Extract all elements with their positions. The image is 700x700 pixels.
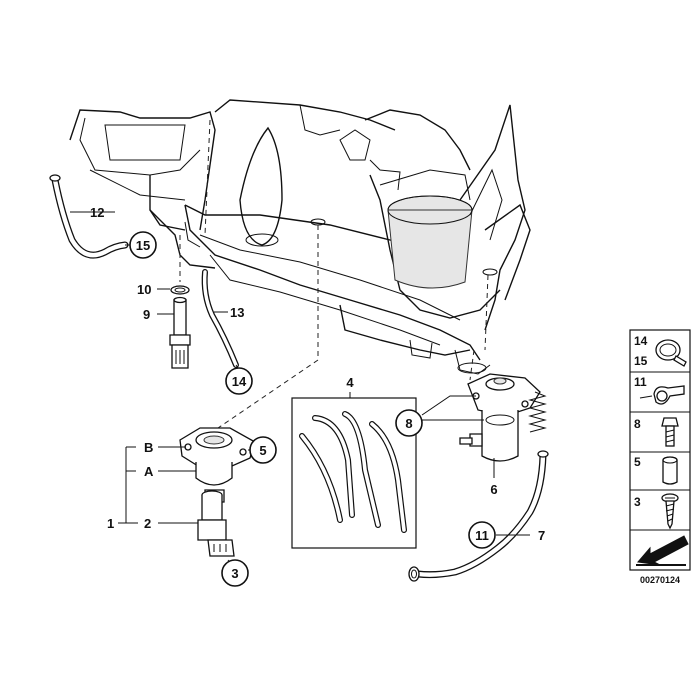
reference-number: 00270124 bbox=[640, 575, 680, 585]
callout-circle-14 bbox=[225, 367, 253, 395]
callout-4: 4 bbox=[346, 375, 354, 390]
callout-circle-3 bbox=[221, 559, 249, 587]
assembly-lines bbox=[179, 119, 489, 429]
sleeve-icon bbox=[662, 456, 678, 485]
hose-7 bbox=[408, 450, 549, 582]
callouts: 12 15 10 9 13 14 B A 1 2 5 3 4 8 6 11 7 bbox=[90, 205, 545, 587]
callout-A: A bbox=[144, 464, 154, 479]
callout-10: 10 bbox=[137, 282, 151, 297]
legend-label-3: 3 bbox=[634, 495, 641, 509]
callout-circle-8 bbox=[395, 409, 423, 437]
callout-5: 5 bbox=[259, 443, 266, 458]
legend-label-8: 8 bbox=[634, 417, 641, 431]
callout-3: 3 bbox=[231, 566, 238, 581]
callout-15: 15 bbox=[136, 238, 150, 253]
legend-label-15: 15 bbox=[634, 354, 648, 368]
callout-B: B bbox=[144, 440, 153, 455]
callout-circle-11 bbox=[468, 521, 496, 549]
o-ring-10 bbox=[170, 285, 190, 295]
callout-7: 7 bbox=[538, 528, 545, 543]
callout-1: 1 bbox=[107, 516, 114, 531]
hose-clamp-icon bbox=[655, 339, 687, 367]
callout-14: 14 bbox=[232, 374, 247, 389]
callout-11: 11 bbox=[475, 528, 489, 543]
sensor-9 bbox=[169, 296, 191, 369]
valve-assembly-2 bbox=[179, 427, 256, 557]
callout-circle-15 bbox=[129, 231, 157, 259]
callout-2: 2 bbox=[144, 516, 151, 531]
pipe-13 bbox=[201, 269, 239, 368]
callout-12: 12 bbox=[90, 205, 104, 220]
engine-housing bbox=[69, 99, 531, 375]
direction-arrow-icon bbox=[636, 535, 689, 566]
hose-set-4 bbox=[291, 397, 417, 549]
valve-6 bbox=[459, 373, 547, 462]
callout-6: 6 bbox=[490, 482, 497, 497]
hose-12 bbox=[49, 174, 129, 259]
legend-label-14: 14 bbox=[634, 334, 648, 348]
bolt-icon bbox=[661, 417, 679, 447]
callout-13: 13 bbox=[230, 305, 244, 320]
callout-circle-5 bbox=[249, 436, 277, 464]
screw-icon bbox=[661, 493, 679, 530]
callout-9: 9 bbox=[143, 307, 150, 322]
callout-8: 8 bbox=[405, 416, 412, 431]
legend-panel: 14 15 11 8 5 3 bbox=[629, 329, 691, 585]
hose-clip-icon bbox=[639, 385, 685, 405]
legend-label-11: 11 bbox=[634, 375, 647, 389]
legend-label-5: 5 bbox=[634, 455, 641, 469]
